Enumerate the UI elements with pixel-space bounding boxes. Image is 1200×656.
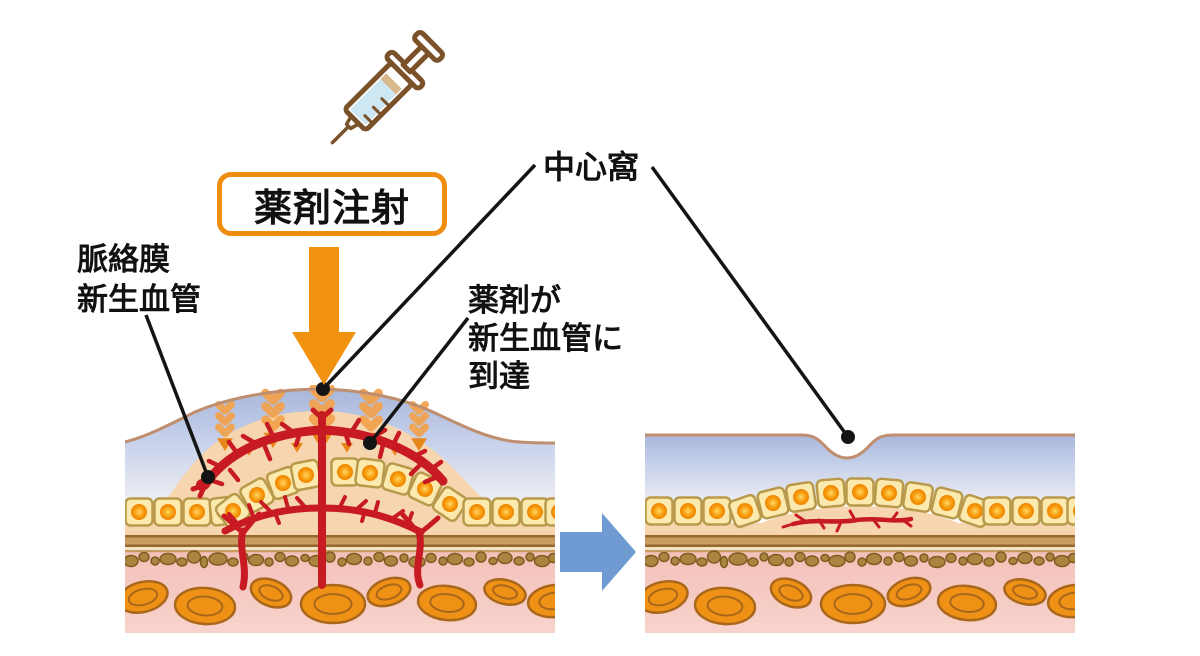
syringe-plunger-cap (412, 30, 445, 63)
pointer-lines (144, 163, 855, 484)
retina-surface-line (645, 433, 1075, 460)
drug-label-line1: 薬剤が (468, 283, 561, 318)
regressed-cnv-vessel (781, 509, 914, 533)
pointer-dot (201, 470, 215, 484)
retina-surface-line (125, 387, 555, 445)
right-arrow-icon (560, 513, 636, 591)
pointer-dot (316, 382, 330, 396)
injection-label-box: 薬剤注射 (217, 172, 447, 236)
syringe-icon (330, 30, 445, 145)
cnv-label: 脈絡膜 新生血管 (77, 240, 201, 320)
panel-after-injection (645, 433, 1075, 633)
drug-pointer (368, 316, 470, 445)
retina-layer (645, 435, 1075, 505)
fovea-pointer-left (321, 163, 537, 391)
cnv-label-line2: 新生血管 (77, 282, 201, 317)
syringe-liquid (350, 79, 396, 125)
drug-label-line3: 到達 (468, 359, 530, 394)
cnv-label-line1: 脈絡膜 (77, 242, 170, 277)
drug-reaches-label: 薬剤が 新生血管に 到達 (468, 282, 623, 396)
fovea-pointer-right (650, 165, 850, 439)
panel-before-injection (125, 387, 555, 633)
down-arrow-icon (292, 247, 356, 385)
drug-label-line2: 新生血管に (468, 321, 623, 356)
syringe-seal (380, 73, 402, 95)
pointer-dot (363, 436, 377, 450)
bruch-membrane (125, 535, 555, 553)
cnv-pointer (144, 314, 210, 478)
injection-label: 薬剤注射 (253, 187, 410, 230)
fovea-label: 中心窩 (543, 149, 640, 185)
syringe-graduations (363, 97, 390, 124)
bruch-membrane (645, 535, 1075, 553)
pointer-dot (841, 430, 855, 444)
